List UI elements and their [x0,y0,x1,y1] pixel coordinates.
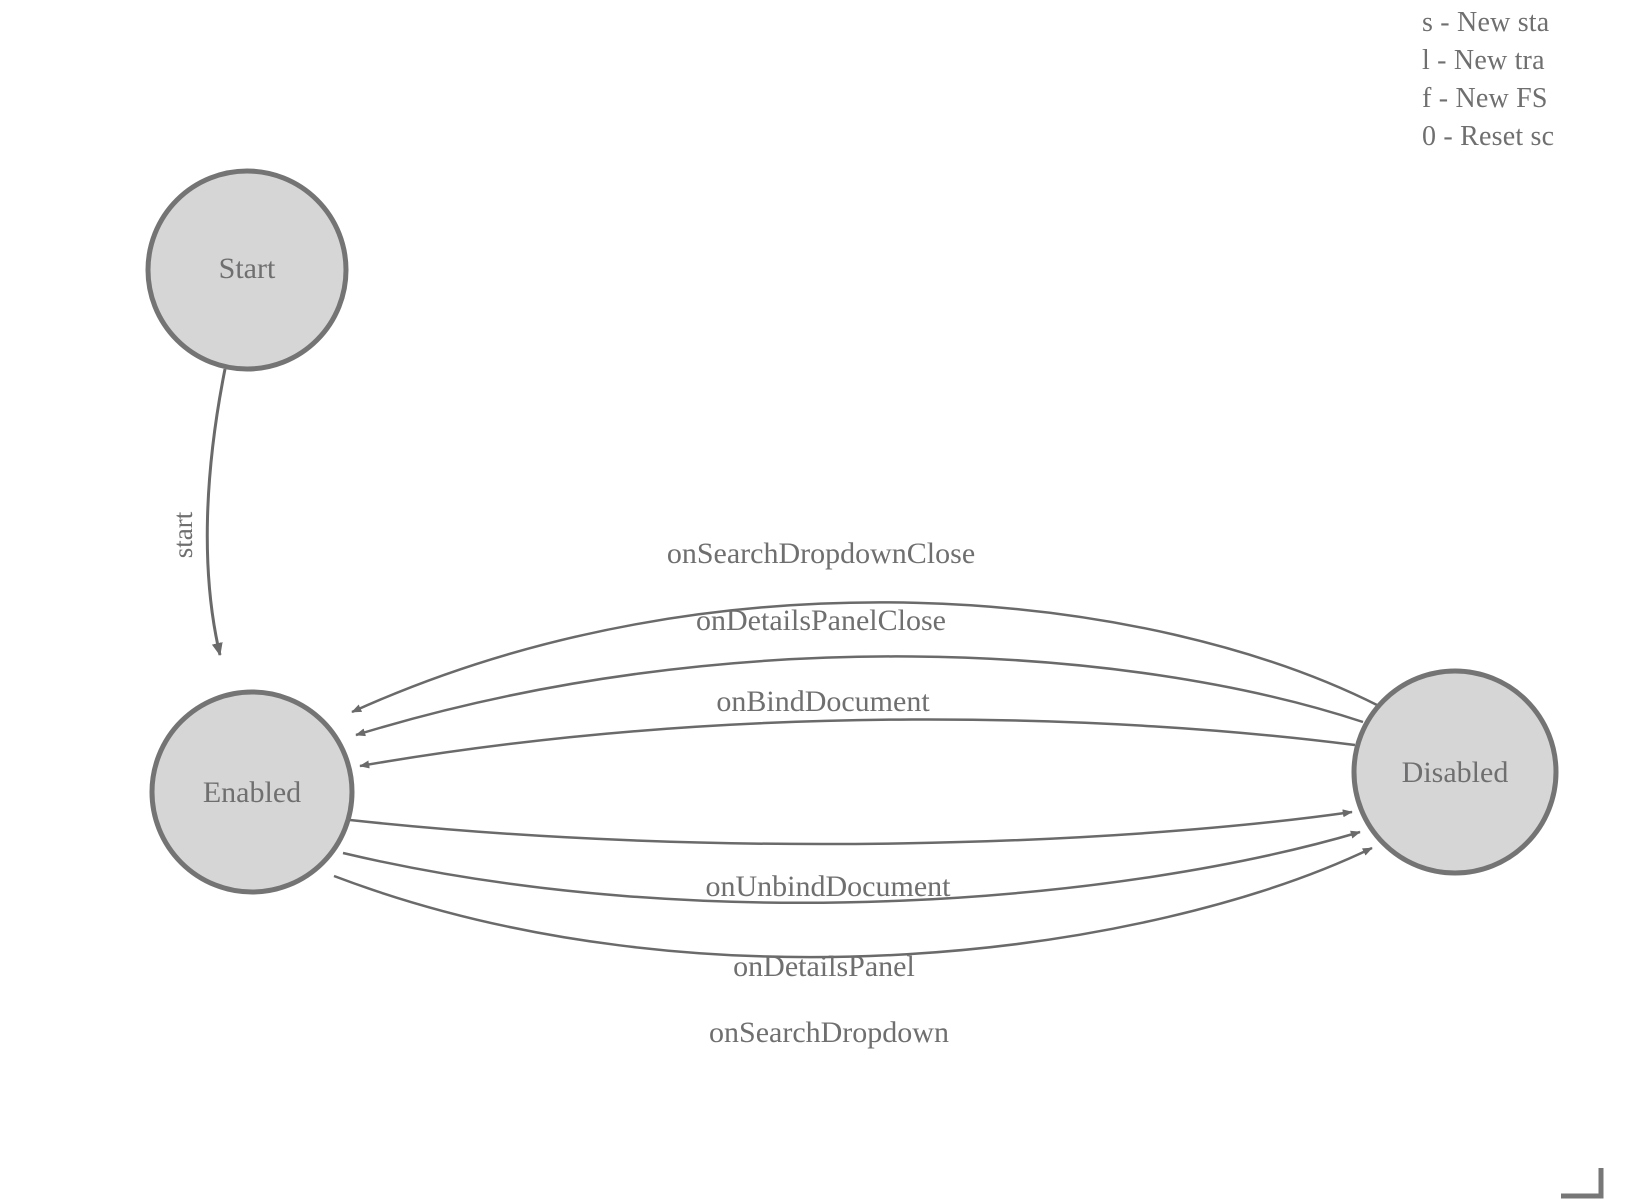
edge-label-on-bind-document: onBindDocument [716,685,930,718]
state-circle-enabled[interactable] [149,689,355,895]
transition-on-bind-document[interactable] [359,718,1356,769]
transition-path-on-unbind-document[interactable] [349,809,1353,846]
transition-on-search-dropdown-close[interactable] [351,601,1380,714]
transition-path-on-bind-document[interactable] [359,718,1356,769]
edge-label-on-details-panel: onDetailsPanel [733,950,915,983]
transition-on-details-panel-close[interactable] [355,655,1364,737]
transition-on-search-dropdown[interactable] [333,846,1373,959]
transition-on-unbind-document[interactable] [349,809,1353,846]
transition-path-on-search-dropdown[interactable] [333,846,1373,959]
legend-line-new-fsm: f - New FS [1422,83,1548,114]
state-circle-disabled[interactable] [1351,668,1559,876]
edge-label-on-unbind-document: onUnbindDocument [706,870,952,903]
edge-label-start: start [168,511,198,558]
state-label-start: Start [219,252,276,285]
edge-label-on-details-panel-close: onDetailsPanelClose [696,604,946,637]
state-label-enabled: Enabled [203,776,301,809]
state-group: Start Enabled Disabled [145,168,1559,895]
transition-path-start[interactable] [205,368,227,656]
transition-path-on-search-dropdown-close[interactable] [351,601,1380,714]
legend-line-reset-scale: 0 - Reset sc [1422,121,1555,152]
legend-line-new-transition: l - New tra [1422,45,1545,76]
resize-corner-mark[interactable] [1561,1168,1604,1199]
keyboard-shortcut-legend: s - New sta l - New tra f - New FS 0 - R… [1422,0,1632,156]
edge-label-group: start onSearchDropdownClose onDetailsPan… [168,511,975,1049]
legend-line-new-state: s - New sta [1422,7,1550,38]
state-node-enabled[interactable]: Enabled [149,689,355,895]
transition-start[interactable] [205,368,227,656]
edge-label-on-search-dropdown-close: onSearchDropdownClose [667,537,975,570]
edge-group [205,368,1380,959]
state-node-disabled[interactable]: Disabled [1351,668,1559,876]
transition-path-on-details-panel[interactable] [342,830,1361,904]
transition-path-on-details-panel-close[interactable] [355,655,1364,737]
state-circle-start[interactable] [145,168,349,372]
state-node-start[interactable]: Start [145,168,349,372]
state-label-disabled: Disabled [1402,756,1509,789]
resize-corner-icon[interactable] [1561,1168,1604,1199]
transition-on-details-panel[interactable] [342,830,1361,904]
edge-label-on-search-dropdown: onSearchDropdown [709,1016,949,1049]
